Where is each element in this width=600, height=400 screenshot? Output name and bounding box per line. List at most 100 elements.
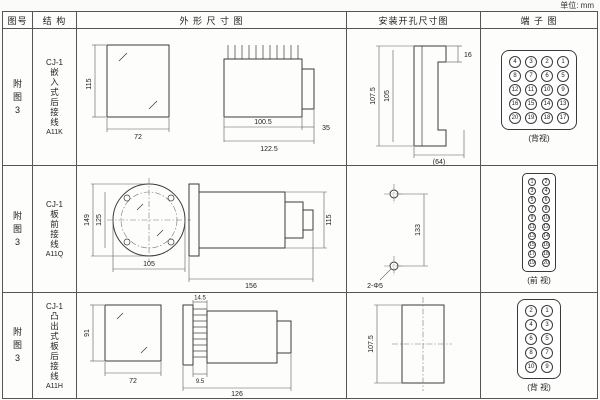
terminal-circle: 10 (541, 84, 553, 96)
terminal-circle: 7 (541, 346, 553, 359)
terminal-circle: 6 (542, 195, 550, 204)
dim-flange: 16 (464, 52, 472, 59)
outline-cell-2: 149 125 105 156 115 (77, 166, 347, 293)
structure-desc: 嵌 入 式 后 接 线 (50, 67, 59, 127)
structure-desc: 凸 出 式 板 后 接 线 (50, 310, 59, 381)
terminal-circle: 5 (528, 195, 536, 204)
terminal-circle: 19 (528, 258, 536, 267)
terminal-circle: 2 (541, 56, 553, 68)
fig-no-cell-3: 附 图 3 (3, 293, 33, 398)
terminal-circle: 11 (525, 84, 537, 96)
install-drawing-front-board: 133 2-Φ5 (367, 183, 428, 290)
view-label: (背视) (528, 134, 550, 143)
terminal-circle: 13 (528, 231, 536, 240)
dim-body-length: 156 (245, 283, 257, 290)
terminal-circle: 10 (525, 360, 537, 373)
terminal-circle: 15 (528, 240, 536, 249)
install-cell-1: 107.5 105 16 (64) (347, 29, 481, 166)
terminal-circle: 1 (528, 177, 536, 186)
dim-body-height: 115 (326, 214, 333, 225)
dim-pin-length: 14.5 (194, 296, 206, 302)
install-cell-2: 133 2-Φ5 (347, 166, 481, 293)
terminal-circle: 1 (557, 56, 569, 68)
install-drawing-projecting: 107.5 (368, 297, 452, 391)
dim-height: 91 (84, 329, 91, 337)
terminal-circle: 3 (525, 56, 537, 68)
dim-cutout-height: 107.5 (370, 87, 377, 105)
terminal-circle: 2 (525, 304, 537, 317)
header-structure-label: 结 构 (42, 15, 67, 26)
terminal-circle: 1 (541, 304, 553, 317)
header-outline-label: 外 形 尺 寸 图 (179, 15, 244, 26)
terminal-circle: 7 (528, 204, 536, 213)
terminal-circle: 14 (541, 98, 553, 110)
dim-flange-width: 105 (143, 261, 155, 268)
dim-total-width: 122.5 (260, 146, 278, 153)
dim-hole-spacing: 133 (415, 224, 422, 236)
structure-cell-1: CJ-1 嵌 入 式 后 接 线 A11K (33, 29, 77, 166)
structure-model: CJ-1 (46, 200, 63, 209)
terminal-circle: 8 (542, 204, 550, 213)
structure-code: A11K (46, 129, 63, 136)
terminal-circle: 13 (557, 98, 569, 110)
unit-label: 单位: mm (560, 1, 594, 10)
terminal-circle: 16 (509, 98, 521, 110)
terminal-circle: 16 (542, 240, 550, 249)
header-install-label: 安装开孔尺寸图 (378, 15, 449, 26)
outline-drawing-projecting: 91 72 14.5 (84, 296, 291, 398)
terminal-circle: 8 (525, 346, 537, 359)
dim-pin-offset: 9.5 (195, 379, 204, 385)
header-fig-no: 图号 (3, 12, 33, 29)
terminal-circle: 12 (542, 222, 550, 231)
terminal-circle: 20 (542, 258, 550, 267)
terminal-pins (192, 308, 207, 358)
dim-cutout-inner: 105 (384, 90, 391, 102)
dim-height: 115 (86, 78, 93, 89)
dim-step: 35 (322, 125, 330, 132)
terminal-circle: 20 (509, 112, 521, 124)
dimension-table: 图号 结 构 外 形 尺 寸 图 安装开孔尺寸图 端 子 图 附 图 3 CJ-… (2, 11, 598, 399)
terminal-circle: 18 (541, 112, 553, 124)
outline-drawing-embedded: 115 72 100.5 (86, 44, 330, 153)
terminal-circle: 5 (557, 70, 569, 82)
terminal-circle: 7 (525, 70, 537, 82)
fig-no-cell-2: 附 图 3 (3, 166, 33, 293)
terminal-circle: 18 (542, 249, 550, 258)
terminal-circle: 19 (525, 112, 537, 124)
structure-model: CJ-1 (46, 58, 63, 67)
view-label: (前 视) (527, 275, 551, 285)
fig-no-cell-1: 附 图 3 (3, 29, 33, 166)
structure-cell-3: CJ-1 凸 出 式 板 后 接 线 A11H (33, 293, 77, 398)
terminal-circle: 15 (525, 98, 537, 110)
dim-width: 72 (129, 378, 137, 385)
terminal-circle: 6 (541, 70, 553, 82)
terminal-circle: 12 (509, 84, 521, 96)
terminal-circle: 11 (528, 222, 536, 231)
terminal-circle: 9 (528, 213, 536, 222)
dim-bolt-circle: 125 (96, 214, 103, 226)
header-terminal-label: 端 子 图 (520, 15, 558, 26)
terminal-circle: 5 (541, 332, 553, 345)
view-label: (背 视) (527, 382, 551, 392)
terminal-circle: 9 (541, 360, 553, 373)
install-drawing-embedded: 107.5 105 16 (64) (370, 45, 472, 165)
terminal-circle: 3 (541, 318, 553, 331)
terminal-circle: 8 (509, 70, 521, 82)
terminal-pins (227, 44, 298, 59)
dim-cutout-height: 107.5 (368, 335, 375, 353)
structure-code: A11H (46, 382, 63, 390)
install-cell-3: 107.5 (347, 293, 481, 398)
terminal-circle: 14 (542, 231, 550, 240)
dim-body-width: 100.5 (254, 119, 272, 126)
outline-cell-3: 91 72 14.5 (77, 293, 347, 398)
terminal-circle: 3 (528, 186, 536, 195)
terminal-circle: 10 (542, 213, 550, 222)
